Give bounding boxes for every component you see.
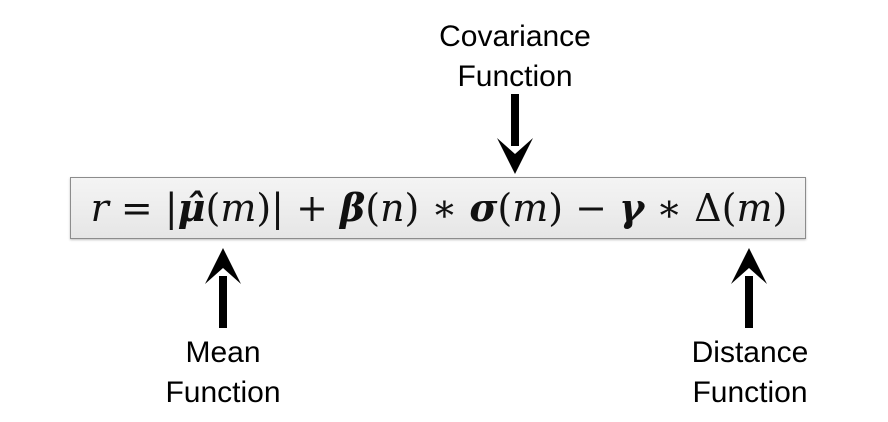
formula-part: ) (772, 186, 788, 230)
distance-label-line-2: Function (692, 376, 808, 409)
covariance-function-label: Covariance Function (415, 17, 615, 97)
formula-part: m (736, 186, 773, 230)
formula-part: ( (497, 186, 513, 230)
formula-part: m (512, 186, 549, 230)
covariance-label-line-2: Function (457, 60, 573, 93)
formula-part: σ (469, 185, 498, 230)
covariance-arrow-icon (497, 94, 533, 174)
formula-part: = | (108, 186, 178, 230)
mean-function-label: Mean Function (123, 333, 323, 413)
distance-function-label: Distance Function (650, 333, 850, 413)
formula-part: ( (365, 186, 381, 230)
covariance-label-line-1: Covariance (439, 20, 591, 53)
formula-part: r (90, 186, 109, 230)
formula-part: n (380, 186, 405, 230)
distance-label-line-1: Distance (691, 336, 809, 369)
formula-part: μ̂ (177, 185, 206, 230)
reward-formula: r = |μ̂(m)| + β(n) ∗ σ(m) − γ ∗ Δ(m) (71, 178, 807, 238)
formula-part: ∗ Δ( (644, 186, 737, 230)
mean-arrow-icon (205, 248, 241, 328)
formula-part: m (220, 186, 257, 230)
distance-arrow-icon (731, 248, 767, 328)
formula-part: )| + (256, 186, 340, 230)
formula-part: γ (619, 185, 645, 230)
mean-label-line-2: Function (165, 376, 281, 409)
formula-part: β (340, 185, 366, 230)
formula-part: ) − (548, 186, 620, 230)
formula-part: ) ∗ (404, 186, 470, 230)
mean-label-line-1: Mean (185, 336, 261, 369)
formula-box: r = |μ̂(m)| + β(n) ∗ σ(m) − γ ∗ Δ(m) (70, 177, 806, 239)
formula-part: ( (205, 186, 221, 230)
